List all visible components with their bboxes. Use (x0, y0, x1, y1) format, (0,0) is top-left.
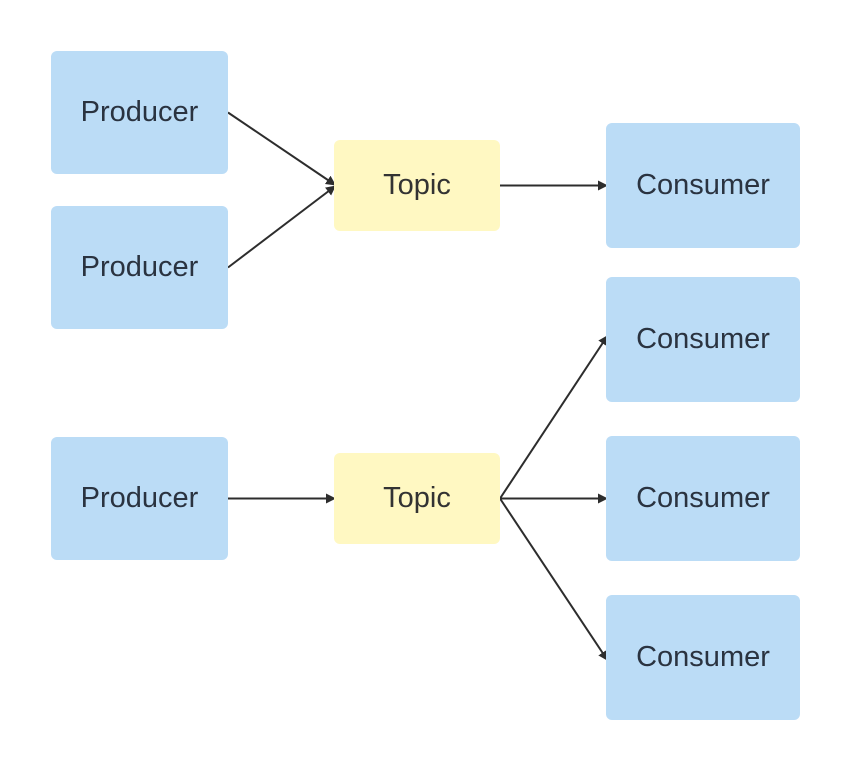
edge-arrow-t2-to-c4 (499, 497, 609, 662)
consumer-label: Consumer (636, 482, 770, 514)
producer-label: Producer (80, 96, 199, 128)
consumer-node-4[interactable]: Consumer (606, 595, 800, 720)
consumer-label: Consumer (636, 323, 770, 355)
topic-node-2[interactable]: Topic (334, 453, 500, 544)
consumer-label: Consumer (636, 169, 770, 201)
producer-label: Producer (80, 482, 199, 514)
edge-arrow-p1-to-t1 (227, 111, 337, 187)
producer-node-1[interactable]: Producer (51, 51, 228, 174)
producer-node-3[interactable]: Producer (51, 437, 228, 560)
consumer-node-3[interactable]: Consumer (606, 436, 800, 561)
topic-node-1[interactable]: Topic (334, 140, 500, 231)
producer-node-2[interactable]: Producer (51, 206, 228, 329)
consumer-node-1[interactable]: Consumer (606, 123, 800, 248)
edge-arrow-t2-to-c2 (499, 334, 609, 500)
edge-arrow-p2-to-t1 (227, 184, 337, 269)
topic-label: Topic (383, 169, 451, 201)
consumer-label: Consumer (636, 641, 770, 673)
producer-label: Producer (80, 251, 199, 283)
topic-label: Topic (383, 482, 451, 514)
consumer-node-2[interactable]: Consumer (606, 277, 800, 402)
